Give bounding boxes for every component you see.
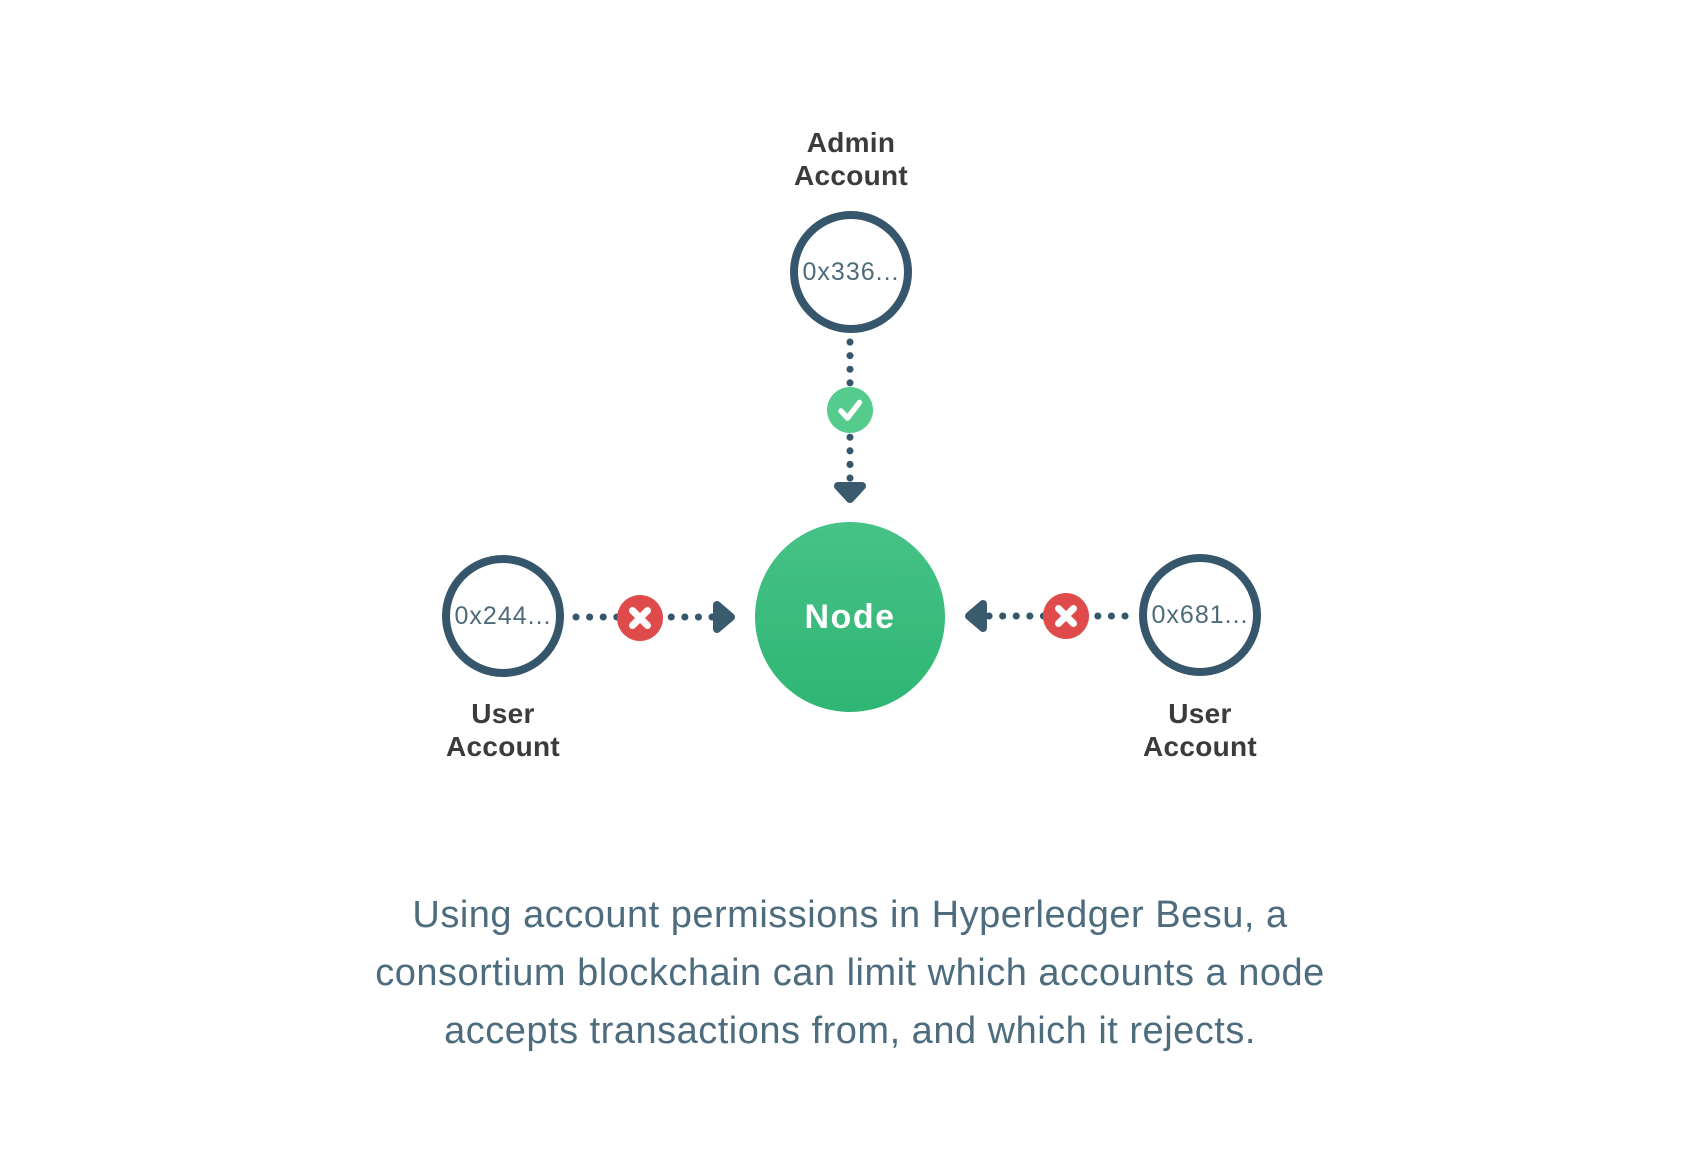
caption-line-1: Using account permissions in Hyperledger… [412, 894, 1288, 936]
x-icon [629, 607, 651, 629]
admin-account-address: 0x336... [802, 257, 900, 286]
caption-line-2: consortium blockchain can limit which ac… [375, 952, 1325, 994]
left-user-account-circle: 0x244... [442, 555, 564, 677]
arrow-left-icon [965, 600, 987, 632]
right-reject-badge [1043, 593, 1089, 639]
allow-badge [827, 387, 873, 433]
right-user-account-address: 0x681... [1151, 600, 1249, 629]
right-user-account-label-line2: Account [1142, 731, 1258, 762]
x-icon [1055, 605, 1077, 627]
caption: Using account permissions in Hyperledger… [270, 886, 1430, 1060]
right-user-account-label: User Account [1050, 697, 1350, 763]
right-user-account-circle: 0x681... [1139, 554, 1261, 676]
left-user-account-label-line1: User [471, 698, 535, 729]
right-user-account-label-line1: User [1168, 698, 1232, 729]
left-user-account-label: User Account [353, 697, 653, 763]
left-user-account-address: 0x244... [454, 601, 552, 630]
arrow-right-icon [713, 601, 735, 633]
admin-account-label: Admin Account [701, 126, 1001, 192]
node-label: Node [804, 597, 896, 636]
admin-account-label-line1: Admin [806, 127, 896, 158]
arrow-down-icon [834, 482, 866, 503]
admin-account-circle: 0x336... [790, 211, 912, 333]
left-user-account-label-line2: Account [445, 731, 561, 762]
admin-account-label-line2: Account [793, 160, 909, 191]
node-circle: Node [755, 522, 945, 712]
caption-line-3: accepts transactions from, and which it … [444, 1010, 1256, 1052]
left-reject-badge [617, 595, 663, 641]
check-icon [838, 399, 863, 421]
